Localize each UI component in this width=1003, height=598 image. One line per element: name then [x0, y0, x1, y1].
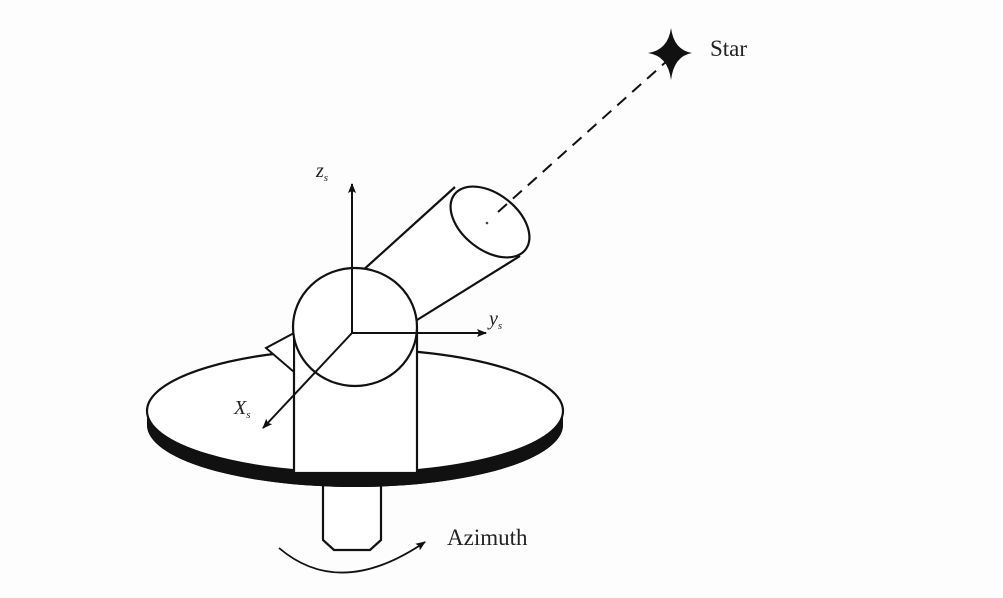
- azimuth-label: Azimuth: [447, 525, 528, 550]
- line-of-sight: [497, 59, 669, 213]
- x-axis-label: Xs: [234, 397, 251, 421]
- fork-wedge: [264, 331, 295, 375]
- base-post: [321, 480, 383, 552]
- y-axis-label: ys: [489, 308, 503, 332]
- z-axis-label: zs: [316, 160, 329, 184]
- star-label: Star: [710, 36, 748, 61]
- azimuth-rotation-arrow: [278, 541, 426, 574]
- star-icon: [648, 28, 692, 80]
- x-axis-line: [262, 332, 353, 429]
- altitude-sphere: [291, 266, 419, 388]
- coordinate-axes: [262, 183, 487, 429]
